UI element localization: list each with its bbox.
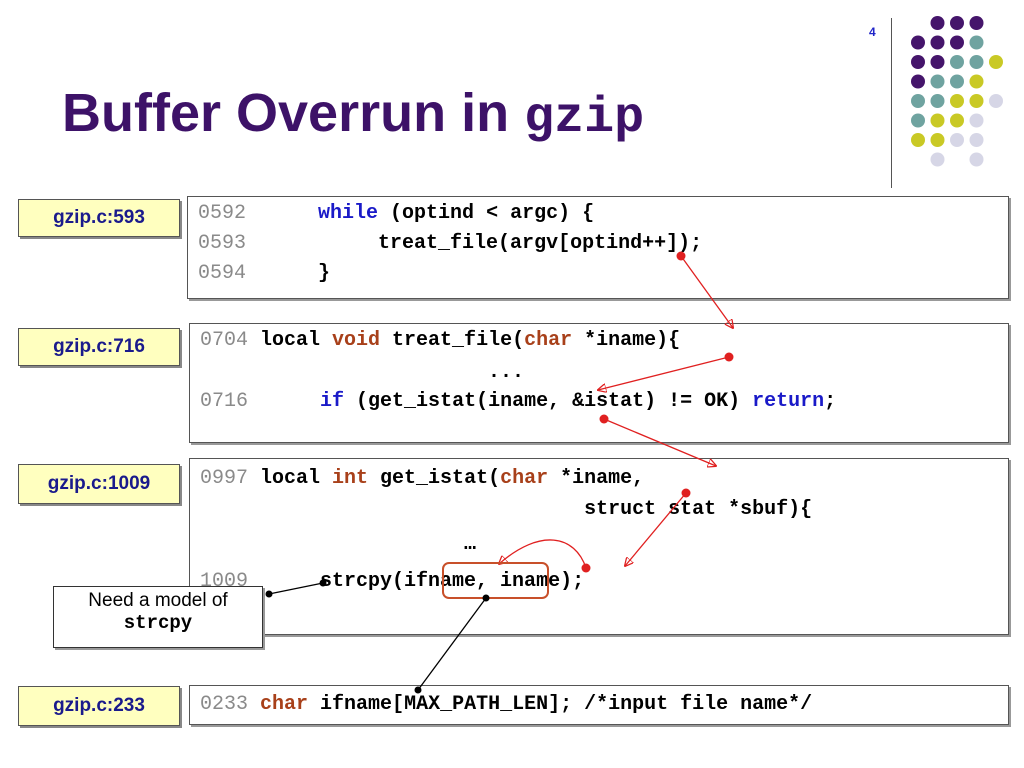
decorative-dot	[950, 55, 964, 69]
decorative-dot	[930, 74, 945, 89]
slide-title: Buffer Overrun in gzip	[62, 82, 644, 147]
decorative-divider	[891, 18, 892, 188]
page-number: 4	[869, 25, 876, 39]
flow-arrow-3	[599, 414, 717, 467]
note-connector	[265, 579, 327, 598]
code-line: 0704 local void treat_file(char *iname){	[200, 326, 680, 356]
code-text: ifname[MAX_PATH_LEN]; /*input file name*…	[308, 693, 813, 716]
code-keyword: int	[332, 467, 369, 490]
code-text: *iname){	[572, 329, 681, 352]
code-keyword: void	[332, 329, 381, 352]
code-block-593: 0592 while (optind < argc) { 0593 treat_…	[187, 196, 1009, 299]
flow-arrow-4	[625, 488, 691, 567]
file-label-593: gzip.c:593	[18, 199, 180, 237]
decorative-dot	[950, 113, 964, 128]
decorative-dot	[950, 94, 964, 108]
code-block-233: 0233 char ifname[MAX_PATH_LEN]; /*input …	[189, 685, 1009, 725]
code-text: ;	[824, 390, 837, 413]
line-number: 0704	[200, 329, 249, 352]
code-text: struct stat *sbuf){	[200, 498, 813, 521]
decorative-dot	[989, 94, 1003, 108]
flow-arrow-2	[598, 352, 734, 391]
code-line: 0593 treat_file(argv[optind++]);	[198, 229, 702, 259]
code-line: 0997 local int get_istat(char *iname,	[200, 464, 644, 494]
code-block-716: 0704 local void treat_file(char *iname){…	[189, 323, 1009, 443]
decorative-dot	[969, 35, 984, 50]
file-label-716: gzip.c:716	[18, 328, 180, 366]
decorative-dot	[950, 74, 964, 89]
decorative-dot	[969, 55, 984, 69]
code-keyword: while	[318, 202, 379, 225]
flow-arrow-1	[676, 251, 734, 329]
line-number: 0592	[198, 202, 247, 225]
code-line: 0592 while (optind < argc) {	[198, 199, 594, 229]
code-text: treat_file(	[380, 329, 525, 352]
code-keyword: char	[260, 693, 309, 716]
flow-arrow-5	[499, 539, 591, 573]
ifname-connector	[414, 594, 490, 694]
decorative-dot	[911, 94, 925, 108]
decorative-dot	[950, 16, 964, 30]
code-text: (get_istat(iname, &istat) != OK)	[344, 390, 753, 413]
file-label-233: gzip.c:233	[18, 686, 180, 726]
code-text: local	[248, 329, 333, 352]
code-line: 0233 char ifname[MAX_PATH_LEN]; /*input …	[200, 690, 812, 720]
code-keyword: return	[752, 390, 825, 413]
line-number: 0233	[200, 693, 249, 716]
decorative-dot	[930, 16, 945, 30]
decorative-dot	[969, 16, 984, 30]
decorative-dot	[911, 35, 925, 50]
decorative-dot	[969, 113, 984, 128]
code-line: 1009 strcpy(ifname, iname);	[200, 567, 584, 597]
code-text: ...	[200, 361, 525, 384]
code-line: 0716 if (get_istat(iname, &istat) != OK)…	[200, 387, 836, 417]
decorative-dot	[930, 133, 945, 147]
title-code: gzip	[524, 90, 645, 147]
code-text: strcpy(ifname, iname);	[248, 570, 585, 593]
decorative-dot	[969, 94, 984, 108]
decorative-dot	[911, 113, 925, 128]
decorative-dot	[950, 133, 964, 147]
decorative-dot	[969, 74, 984, 89]
decorative-dot	[950, 35, 964, 50]
code-text: …	[200, 533, 477, 556]
decorative-dot	[911, 133, 925, 147]
decorative-dot	[911, 55, 925, 69]
decorative-dot	[930, 35, 945, 50]
file-label-1009: gzip.c:1009	[18, 464, 180, 504]
line-number: 0997	[200, 467, 249, 490]
code-keyword: if	[320, 390, 345, 413]
code-line: …	[200, 535, 476, 555]
code-block-1009: 0997 local int get_istat(char *iname, st…	[189, 458, 1009, 635]
callout-note: Need a model of strcpy	[53, 586, 263, 648]
note-code: strcpy	[123, 612, 193, 634]
code-line: ...	[200, 358, 524, 388]
code-line: 0594 }	[198, 259, 330, 289]
ifname-highlight	[442, 562, 549, 599]
line-number: 0593	[198, 232, 247, 255]
code-line: struct stat *sbuf){	[200, 495, 812, 525]
title-text: Buffer Overrun in	[62, 83, 525, 143]
decorative-dot	[930, 94, 945, 108]
decorative-dot	[989, 55, 1003, 69]
code-text: get_istat(	[368, 467, 501, 490]
code-text: }	[246, 262, 331, 285]
code-text: (optind < argc) {	[378, 202, 595, 225]
code-keyword: char	[500, 467, 549, 490]
decorative-dot	[930, 152, 945, 167]
note-text: Need a model of	[88, 590, 228, 611]
code-text: local	[248, 467, 333, 490]
decorative-dot	[930, 55, 945, 69]
code-text: *iname,	[548, 467, 645, 490]
code-keyword: char	[524, 329, 573, 352]
decorative-dot	[969, 152, 984, 167]
code-text: treat_file(argv[optind++]);	[246, 232, 703, 255]
decorative-dot	[911, 74, 925, 89]
decorative-dot	[930, 113, 945, 128]
line-number: 0716	[200, 390, 249, 413]
decorative-dot	[969, 133, 984, 147]
decorative-dot-grid	[911, 16, 1003, 167]
line-number: 0594	[198, 262, 247, 285]
